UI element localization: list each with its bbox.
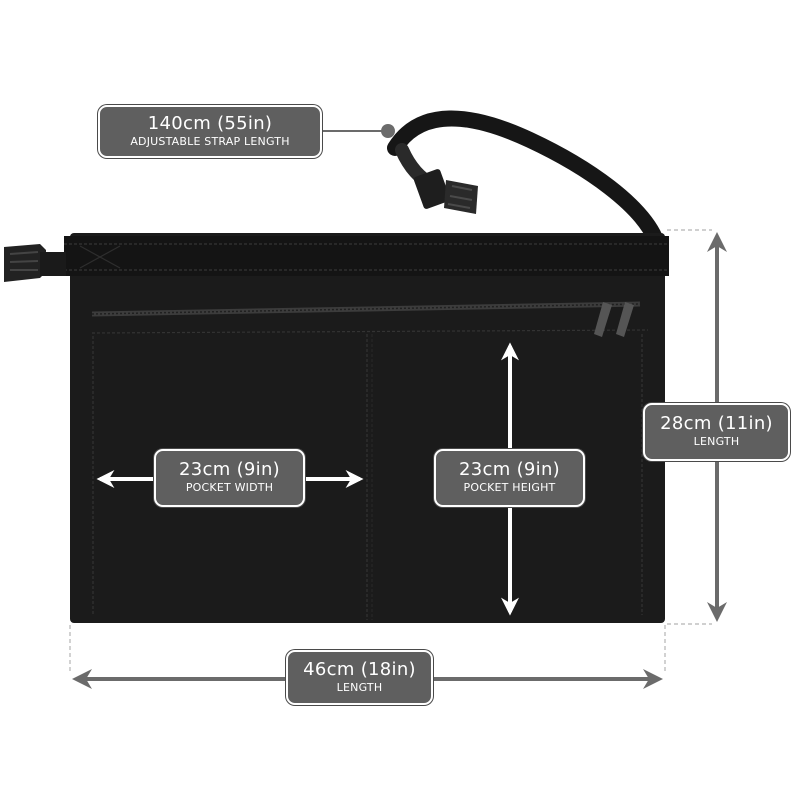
strap-length-label: 140cm (55in) ADJUSTABLE STRAP LENGTH xyxy=(98,105,322,158)
pocket-height-caption: POCKET HEIGHT xyxy=(463,481,556,494)
pocket-width-caption: POCKET WIDTH xyxy=(185,481,274,494)
zipper-pull-icon xyxy=(594,302,634,337)
pocket-width-label: 23cm (9in) POCKET WIDTH xyxy=(154,449,305,507)
apron-width-label: 46cm (18in) LENGTH xyxy=(286,650,433,705)
apron-height-value: 28cm (11in) xyxy=(660,413,773,434)
apron-height-label: 28cm (11in) LENGTH xyxy=(643,403,790,461)
strap-length-caption: ADJUSTABLE STRAP LENGTH xyxy=(130,135,290,148)
waistband xyxy=(64,236,669,276)
pocket-height-label: 23cm (9in) POCKET HEIGHT xyxy=(434,449,585,507)
apron-width-value: 46cm (18in) xyxy=(303,659,416,680)
apron-height-caption: LENGTH xyxy=(693,435,740,448)
pocket-height-value: 23cm (9in) xyxy=(459,459,560,480)
buckle-icon xyxy=(413,169,478,214)
strap-length-value: 140cm (55in) xyxy=(147,113,273,134)
apron-width-caption: LENGTH xyxy=(336,681,383,694)
left-buckle-icon xyxy=(4,244,66,282)
strap xyxy=(387,110,663,246)
pocket-width-value: 23cm (9in) xyxy=(179,459,280,480)
